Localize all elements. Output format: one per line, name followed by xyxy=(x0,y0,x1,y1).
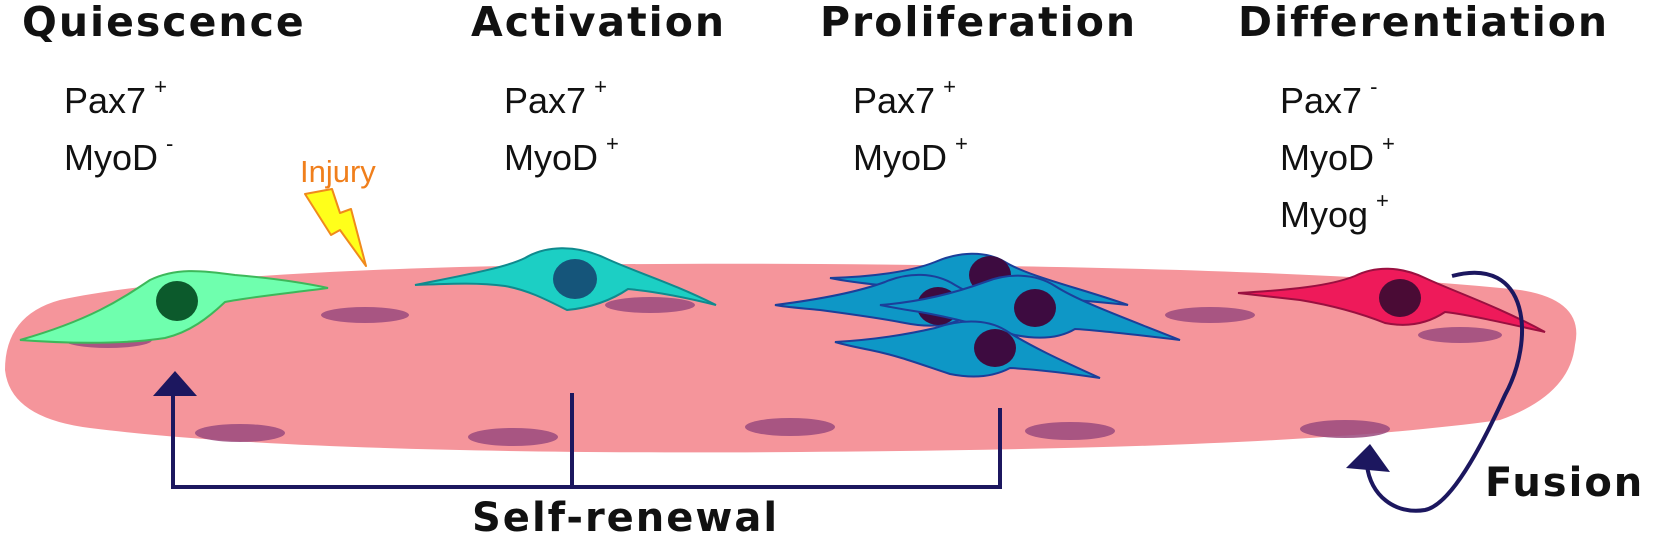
marker-sign: + xyxy=(594,74,607,99)
fiber-nucleus xyxy=(1418,327,1502,343)
marker-proliferation-pax7: Pax7 + xyxy=(853,74,956,122)
marker-sign: + xyxy=(154,74,167,99)
marker-sign: + xyxy=(943,74,956,99)
quiescent-cell xyxy=(19,270,329,344)
marker-name: MyoD xyxy=(1280,137,1375,178)
proliferating-cell xyxy=(834,320,1101,379)
marker-sign: - xyxy=(166,131,174,156)
self-renewal-label: Self-renewal xyxy=(472,495,780,541)
injury-lightning-icon xyxy=(304,188,367,267)
marker-sign: + xyxy=(955,131,968,156)
marker-name: Pax7 xyxy=(504,80,587,121)
activated-cell xyxy=(414,247,717,312)
injury-label: Injury xyxy=(300,154,376,189)
marker-name: MyoD xyxy=(64,137,159,178)
fiber-nucleus xyxy=(321,307,409,323)
stage-title-quiescence: Quiescence xyxy=(22,0,306,46)
differentiating-cell xyxy=(1237,267,1546,333)
marker-sign: + xyxy=(1376,188,1389,213)
fiber-nucleus xyxy=(1025,422,1115,440)
stage-title-proliferation: Proliferation xyxy=(820,0,1138,46)
marker-activation-pax7: Pax7 + xyxy=(504,74,607,122)
fusion-arrowhead-icon xyxy=(1346,444,1390,472)
fiber-nucleus xyxy=(1165,307,1255,323)
marker-name: Pax7 xyxy=(853,80,936,121)
marker-name: MyoD xyxy=(853,137,948,178)
self-renewal-arrowhead-icon xyxy=(153,371,197,396)
marker-name: Myog xyxy=(1280,194,1369,235)
fiber-nucleus xyxy=(745,418,835,436)
proliferating-cell xyxy=(879,274,1181,341)
proliferating-cells xyxy=(774,252,1181,379)
fiber-nucleus xyxy=(605,297,695,313)
marker-quiescence-myod: MyoD- xyxy=(64,131,173,179)
fusion-arrow xyxy=(1365,270,1524,513)
marker-sign: - xyxy=(1370,74,1378,99)
stage-title-differentiation: Differentiation xyxy=(1238,0,1610,46)
marker-name: Pax7 xyxy=(64,80,147,121)
marker-sign: + xyxy=(1382,131,1395,156)
fusion-label: Fusion xyxy=(1485,460,1645,506)
marker-name: MyoD xyxy=(504,137,599,178)
marker-sign: + xyxy=(606,131,619,156)
fiber-nucleus xyxy=(1300,420,1390,438)
self-renewal-bracket xyxy=(171,393,1002,489)
marker-proliferation-myod: MyoD + xyxy=(853,131,968,179)
fiber-nuclei xyxy=(64,297,1502,446)
fiber-nucleus xyxy=(195,424,285,442)
marker-quiescence-pax7: Pax7 + xyxy=(64,74,167,122)
marker-differentiation-myod: MyoD + xyxy=(1280,131,1395,179)
marker-activation-myod: MyoD + xyxy=(504,131,619,179)
marker-differentiation-pax7: Pax7- xyxy=(1280,74,1377,122)
fiber-nucleus xyxy=(468,428,558,446)
stage-title-activation: Activation xyxy=(471,0,727,46)
marker-differentiation-myog: Myog + xyxy=(1280,188,1389,236)
marker-name: Pax7 xyxy=(1280,80,1363,121)
